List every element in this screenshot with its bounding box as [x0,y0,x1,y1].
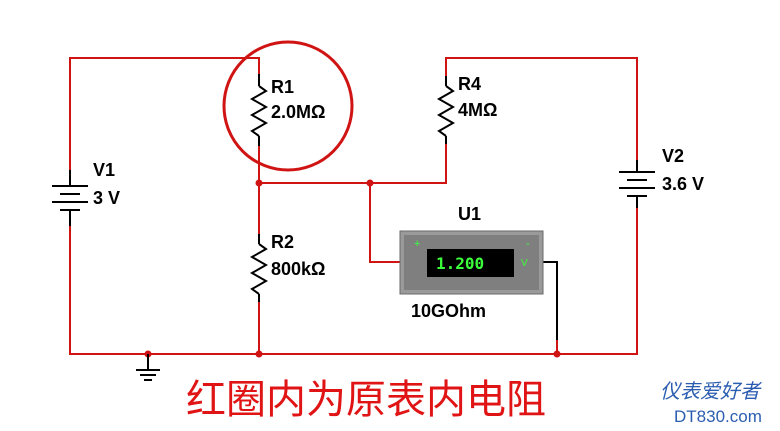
junctions [144,179,561,358]
wire-node-r4 [259,142,447,184]
v2-value: 3.6 V [662,174,704,194]
u1-voltmeter: 1.200 + - V [399,230,544,295]
wire-v1-r1-top [69,57,260,178]
r2-resistor-symbol [249,234,269,302]
meter-reading: 1.200 [436,254,484,273]
caption-text: 红圈内为原表内电阻 [186,377,546,423]
meter-minus-terminal: - [526,238,530,250]
v2-name: V2 [662,146,684,166]
wires [69,57,638,355]
r2-name: R2 [271,232,294,252]
v1-value: 3 V [93,188,120,208]
highlight-circle [222,40,354,172]
r1-name: R1 [271,77,294,97]
u1-name: U1 [458,204,481,224]
wire-node-meter-plus [369,183,400,263]
u1-impedance: 10GOhm [411,301,486,321]
r1-resistor-symbol [249,74,269,146]
meter-unit: V [521,258,528,269]
junction-r2-rail [255,350,263,358]
watermark-en: DT830.com [674,407,762,426]
r4-name: R4 [458,74,481,94]
v1-battery-symbol [52,170,88,226]
ground-symbol [136,354,160,381]
junction-meter [366,179,374,187]
v2-battery-symbol [619,160,655,208]
junction-r1-r2 [255,179,263,187]
r4-resistor-symbol [436,76,456,144]
meter-plus-terminal: + [414,238,420,250]
watermark-cn: 仪表爱好者 [660,379,762,403]
junction-meter-rail [553,350,561,358]
r2-value: 800kΩ [271,259,325,279]
v1-name: V1 [93,160,115,180]
wire-v2-r4-top [445,57,638,168]
r4-value: 4MΩ [458,100,497,120]
meter-display [427,249,514,277]
wire-meter-minus [543,261,558,354]
wire-bottom-rail [69,198,638,355]
r1-value: 2.0MΩ [271,102,325,122]
